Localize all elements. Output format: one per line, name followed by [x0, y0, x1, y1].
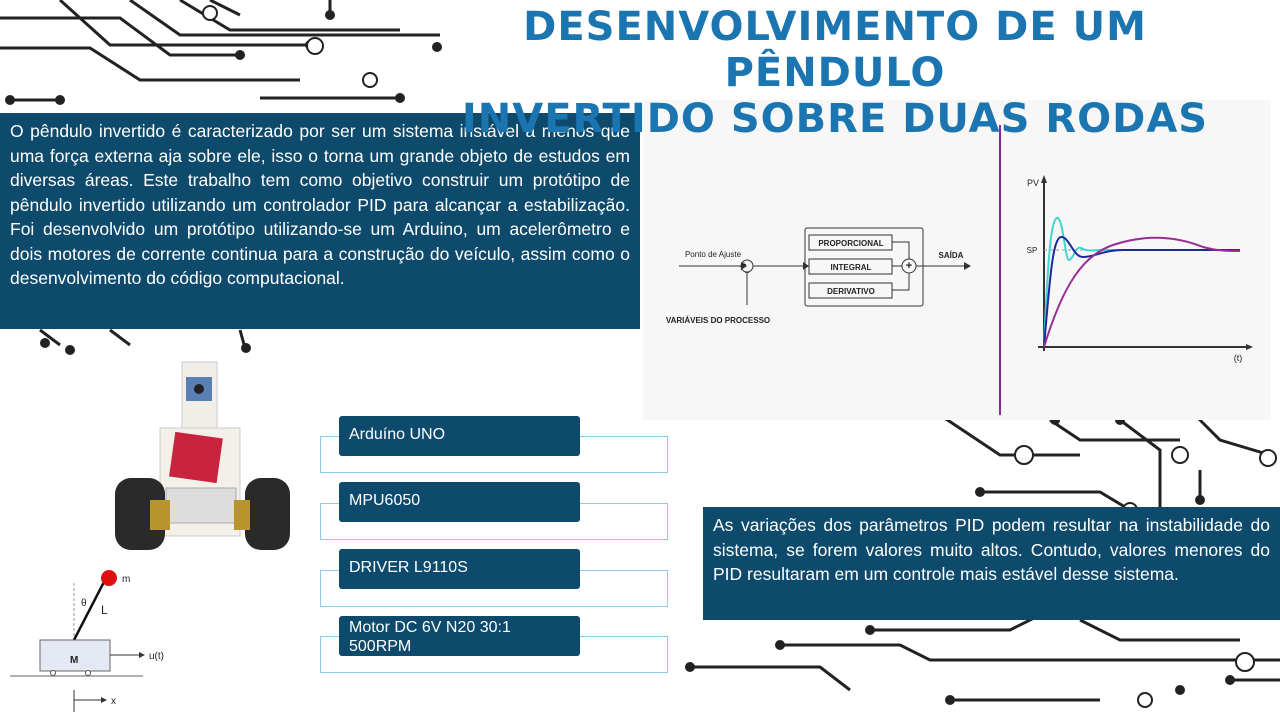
conclusion-text: As variações dos parâmetros PID podem re… [713, 515, 1270, 584]
integral-label: INTEGRAL [831, 263, 872, 272]
intro-text-box: O pêndulo invertido é caracterizado por … [0, 113, 640, 329]
robot-prototype-image [115, 361, 290, 550]
pid-figure-panel: Ponto de Ajuste + − PROPORCIONAL INTEGRA… [643, 100, 1271, 420]
sum-plus: + [906, 260, 912, 272]
component-mpu6050: MPU6050 [339, 482, 580, 522]
title-line-1: DESENVOLVIMENTO DE UM PÊNDULO [523, 4, 1147, 96]
component-driver: DRIVER L9110S [339, 549, 580, 589]
response-curve-slow [1043, 236, 1241, 348]
sp-label: SP [1027, 246, 1038, 255]
component-motor: Motor DC 6V N20 30:1 500RPM [339, 616, 580, 656]
conclusion-text-box: As variações dos parâmetros PID podem re… [703, 507, 1280, 620]
response-curve-fast [1043, 216, 1240, 348]
title-line-2: INVERTIDO SOBRE DUAS RODAS [461, 96, 1209, 142]
force-label: u(t) [149, 651, 164, 662]
cart-label: M [70, 655, 78, 666]
component-arduino: Arduíno UNO [339, 416, 580, 456]
plus-sign: + [742, 260, 747, 269]
proportional-label: PROPORCIONAL [818, 239, 883, 248]
pendulum-cart-diagram: m θ L M u(t) x [10, 570, 164, 712]
position-label: x [111, 696, 116, 707]
mass-bob-label: m [122, 574, 130, 585]
pid-figure: Ponto de Ajuste + − PROPORCIONAL INTEGRA… [666, 125, 1253, 415]
response-curve-medium [1043, 236, 1240, 348]
process-vars-label: VARIÁVEIS DO PROCESSO [666, 316, 770, 325]
pv-label: PV [1027, 178, 1039, 188]
length-label: L [101, 603, 108, 617]
intro-text: O pêndulo invertido é caracterizado por … [10, 121, 630, 288]
derivative-label: DERIVATIVO [827, 287, 875, 296]
setpoint-label: Ponto de Ajuste [685, 250, 742, 259]
angle-label: θ [81, 598, 87, 609]
time-label: (t) [1234, 353, 1243, 363]
minus-sign: − [745, 268, 750, 277]
output-label: SAÍDA [939, 251, 964, 260]
